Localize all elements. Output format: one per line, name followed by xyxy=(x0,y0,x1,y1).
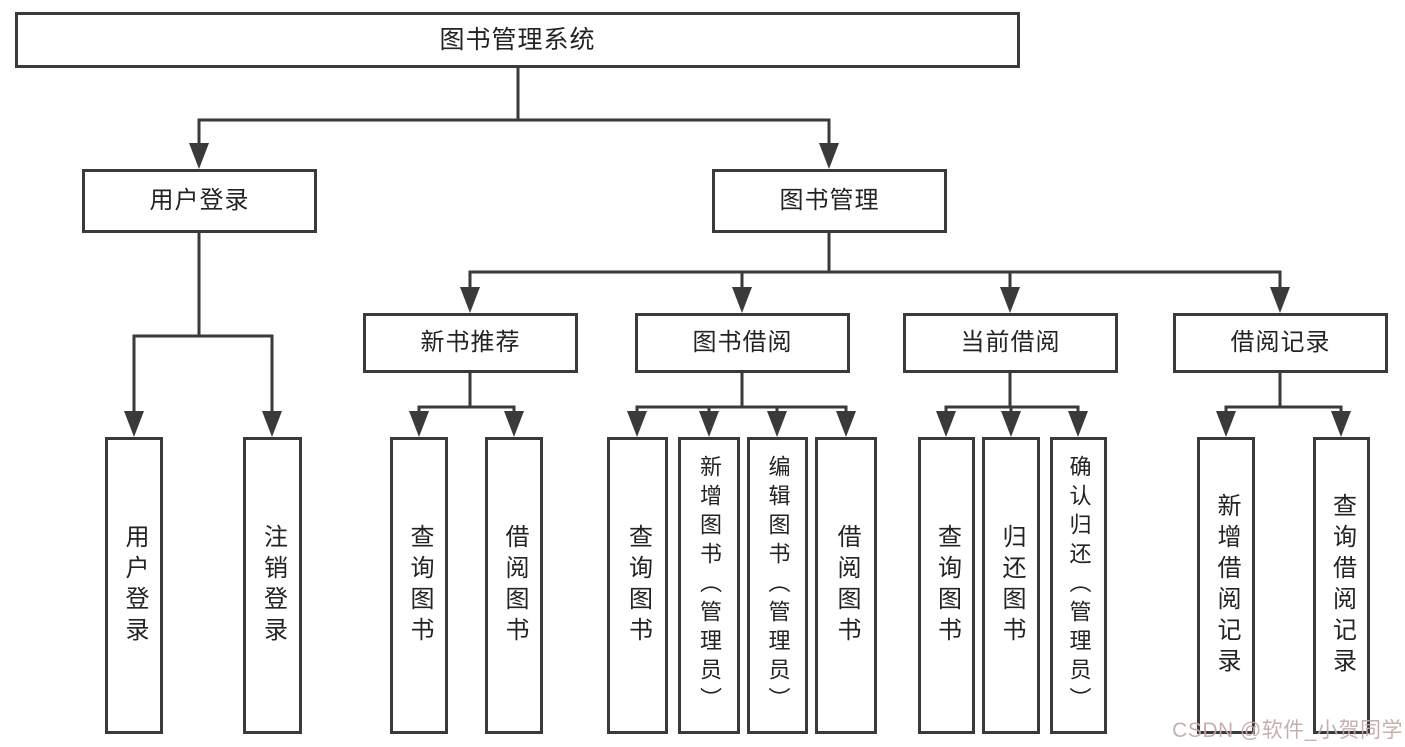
node-leaf-query-books: 查询图书 xyxy=(918,437,975,734)
arrowhead-icon xyxy=(504,411,524,437)
arrowhead-icon xyxy=(409,411,429,437)
arrowhead-icon xyxy=(836,411,856,437)
node-leaf-edit-books-admin: 编辑图书（管理员） xyxy=(747,437,808,734)
node-leaf-borrow-books: 借阅图书 xyxy=(815,437,877,734)
arrowhead-icon xyxy=(189,143,209,169)
node-leaf-return-books: 归还图书 xyxy=(982,437,1040,734)
node-book-borrow: 图书借阅 xyxy=(635,313,850,373)
node-leaf-add-borrow-record: 新增借阅记录 xyxy=(1197,437,1255,734)
node-leaf-confirm-return-admin: 确认归还（管理员） xyxy=(1050,437,1107,734)
arrowhead-icon xyxy=(819,143,839,169)
node-user-login: 用户登录 xyxy=(82,169,317,233)
arrowhead-icon xyxy=(627,411,647,437)
arrowhead-icon xyxy=(732,287,752,313)
node-leaf-query-borrow-record: 查询借阅记录 xyxy=(1313,437,1370,734)
arrowhead-icon xyxy=(262,411,282,437)
node-book-management: 图书管理 xyxy=(712,169,947,233)
arrowhead-icon xyxy=(1216,411,1236,437)
node-library-management-system: 图书管理系统 xyxy=(15,12,1020,68)
arrowhead-icon xyxy=(460,287,480,313)
arrowhead-icon xyxy=(767,411,787,437)
node-borrow-record: 借阅记录 xyxy=(1173,313,1388,373)
arrowhead-icon xyxy=(1001,411,1021,437)
node-leaf-logout: 注销登录 xyxy=(243,437,302,734)
node-leaf-query-books: 查询图书 xyxy=(390,437,448,734)
node-new-book-recommend: 新书推荐 xyxy=(363,313,578,373)
watermark: CSDN @软件_小贺同学 xyxy=(1172,719,1403,742)
arrowhead-icon xyxy=(1331,411,1351,437)
node-current-borrow: 当前借阅 xyxy=(903,313,1118,373)
arrowhead-icon xyxy=(124,411,144,437)
arrowhead-icon xyxy=(1000,287,1020,313)
arrowhead-icon xyxy=(936,411,956,437)
arrowhead-icon xyxy=(1068,411,1088,437)
node-leaf-query-books: 查询图书 xyxy=(607,437,668,734)
node-leaf-user-login: 用户登录 xyxy=(105,437,163,734)
node-leaf-borrow-books: 借阅图书 xyxy=(485,437,543,734)
arrowhead-icon xyxy=(1270,287,1290,313)
arrowhead-icon xyxy=(699,411,719,437)
node-leaf-add-books-admin: 新增图书（管理员） xyxy=(678,437,740,734)
